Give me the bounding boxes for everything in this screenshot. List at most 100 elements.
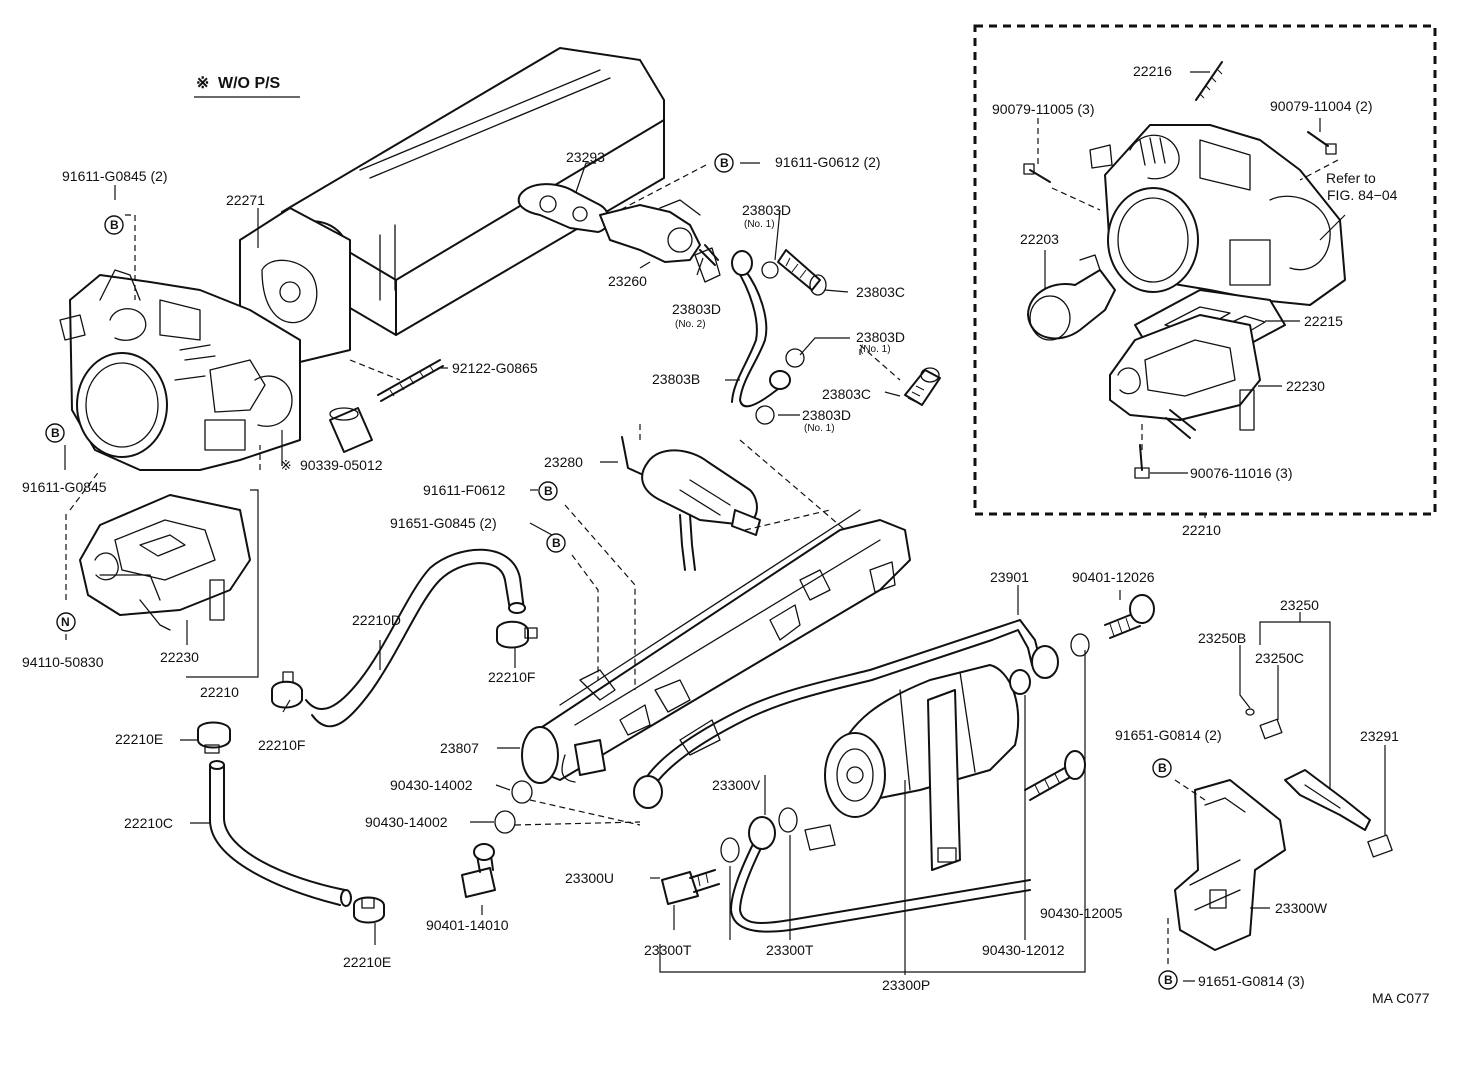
- svg-text:B: B: [720, 156, 729, 170]
- label-23260: 23260: [608, 273, 647, 289]
- label-23803d-low: 23803D: [802, 407, 851, 423]
- label-90430-12005: 90430-12005: [1040, 905, 1123, 921]
- label-94110-50830: 94110-50830: [22, 654, 104, 670]
- label-star: ※: [280, 457, 292, 473]
- marker-b-1: B: [104, 215, 124, 235]
- svg-text:B: B: [544, 484, 553, 498]
- gasket-no2: [694, 247, 721, 283]
- label-91611-g0612-2: 91611-G0612 (2): [775, 154, 881, 170]
- clamp-22210f-upper: [496, 620, 538, 649]
- part-labels: 91611-G0845 (2) 22271 23293 91611-G0612 …: [22, 63, 1399, 993]
- label-23300t-b: 23300T: [766, 942, 814, 958]
- svg-text:B: B: [1164, 973, 1173, 987]
- clamp-22210f-lower: [271, 671, 303, 709]
- label-23807: 23807: [440, 740, 479, 756]
- label-90401-14010: 90401-14010: [426, 917, 509, 933]
- svg-text:B: B: [1158, 761, 1167, 775]
- label-23803c-mid: 23803C: [822, 386, 871, 402]
- marker-b-4: B: [538, 481, 558, 501]
- label-92122-g0865: 92122-G0865: [452, 360, 538, 376]
- label-90079-11005-3: 90079-11005 (3): [992, 101, 1094, 117]
- inset-screw-90079-11004: [1307, 131, 1337, 155]
- marker-b-3: B: [714, 153, 734, 173]
- label-22203: 22203: [1020, 231, 1059, 247]
- label-23300t-a: 23300T: [644, 942, 692, 958]
- label-22210e-lower: 22210E: [343, 954, 391, 970]
- label-no1-top: (No. 1): [744, 219, 775, 230]
- stud-bolt: [377, 359, 444, 402]
- pressure-regulator: [621, 436, 761, 571]
- label-no2: (No. 2): [675, 319, 706, 330]
- label-22271: 22271: [226, 192, 265, 208]
- label-23250b: 23250B: [1198, 630, 1246, 646]
- label-91651-g0814-2: 91651-G0814 (2): [1115, 727, 1222, 743]
- union-bolt-mid: [904, 367, 941, 406]
- label-22210f-upper: 22210F: [488, 669, 535, 685]
- label-23250c: 23250C: [1255, 650, 1304, 666]
- inset-refer-line2: FIG. 84−04: [1327, 187, 1398, 203]
- label-22210-inset: 22210: [1182, 522, 1221, 538]
- label-no1-mid: (No. 1): [860, 344, 891, 355]
- svg-text:N: N: [61, 615, 70, 629]
- label-23803d-top: 23803D: [742, 202, 791, 218]
- label-23300u: 23300U: [565, 870, 614, 886]
- union-bolt-12026: [1104, 594, 1155, 639]
- return-line: [633, 619, 1059, 809]
- vsv-valve: [599, 199, 719, 266]
- marker-b-2: B: [45, 423, 65, 443]
- fuel-filter: [804, 633, 1090, 871]
- label-22210-left: 22210: [200, 684, 239, 700]
- inset-idle-valve: [1109, 314, 1261, 439]
- label-no1-low: (No. 1): [804, 423, 835, 434]
- label-23293: 23293: [566, 149, 605, 165]
- marker-b-5: B: [546, 533, 566, 553]
- inset-pin-22216: [1195, 61, 1223, 101]
- svg-text:B: B: [51, 426, 60, 440]
- svg-text:B: B: [110, 218, 119, 232]
- label-23250: 23250: [1280, 597, 1319, 613]
- label-22230-left: 22230: [160, 649, 199, 665]
- union-bolt-14010: [461, 780, 533, 898]
- delivery-pipe: [521, 509, 911, 784]
- note-symbol: ※: [196, 75, 209, 92]
- label-22210f-lower: 22210F: [258, 737, 305, 753]
- label-23901: 23901: [990, 569, 1029, 585]
- marker-b-7: B: [1158, 970, 1178, 990]
- idle-valve-left: [79, 494, 251, 631]
- hose-22210c: [209, 760, 352, 907]
- label-90430-12012: 90430-12012: [982, 942, 1065, 958]
- label-23803b: 23803B: [652, 371, 700, 387]
- label-23803d-mid: 23803D: [856, 329, 905, 345]
- label-23803d-no2: 23803D: [672, 301, 721, 317]
- hose-22210d: [305, 548, 526, 728]
- inset-throttle-sensor: [1027, 254, 1116, 341]
- svg-text:B: B: [552, 536, 561, 550]
- label-91611-g0845-2: 91611-G0845 (2): [62, 168, 168, 184]
- leader-lines: [64, 71, 1386, 982]
- label-90076-11016-3: 90076-11016 (3): [1190, 465, 1292, 481]
- diagram-code: MA C077: [1372, 990, 1430, 1006]
- label-90079-11004-2: 90079-11004 (2): [1270, 98, 1372, 114]
- note-text: W/O P/S: [218, 75, 281, 92]
- label-90339-05012: 90339-05012: [300, 457, 383, 473]
- label-23803c-top: 23803C: [856, 284, 905, 300]
- clamp-22210e-lower: [353, 896, 385, 924]
- label-22215: 22215: [1304, 313, 1343, 329]
- label-22210d: 22210D: [352, 612, 401, 628]
- filter-bracket: [1174, 779, 1286, 951]
- label-22210e-upper: 22210E: [115, 731, 163, 747]
- vsv-gasket: [517, 183, 610, 233]
- label-91611-f0612: 91611-F0612: [423, 482, 505, 498]
- label-23291: 23291: [1360, 728, 1399, 744]
- label-90430-14002-a: 90430-14002: [390, 777, 473, 793]
- label-23300v: 23300V: [712, 777, 761, 793]
- inset-refer-line1: Refer to: [1326, 170, 1376, 186]
- label-90401-12026: 90401-12026: [1072, 569, 1155, 585]
- clamp-22210e-upper: [197, 721, 231, 754]
- label-23300w: 23300W: [1275, 900, 1328, 916]
- injector: [1245, 708, 1393, 858]
- label-23280: 23280: [544, 454, 583, 470]
- label-91611-g0845: 91611-G0845: [22, 479, 107, 495]
- inset-throttle-body: [1089, 124, 1346, 306]
